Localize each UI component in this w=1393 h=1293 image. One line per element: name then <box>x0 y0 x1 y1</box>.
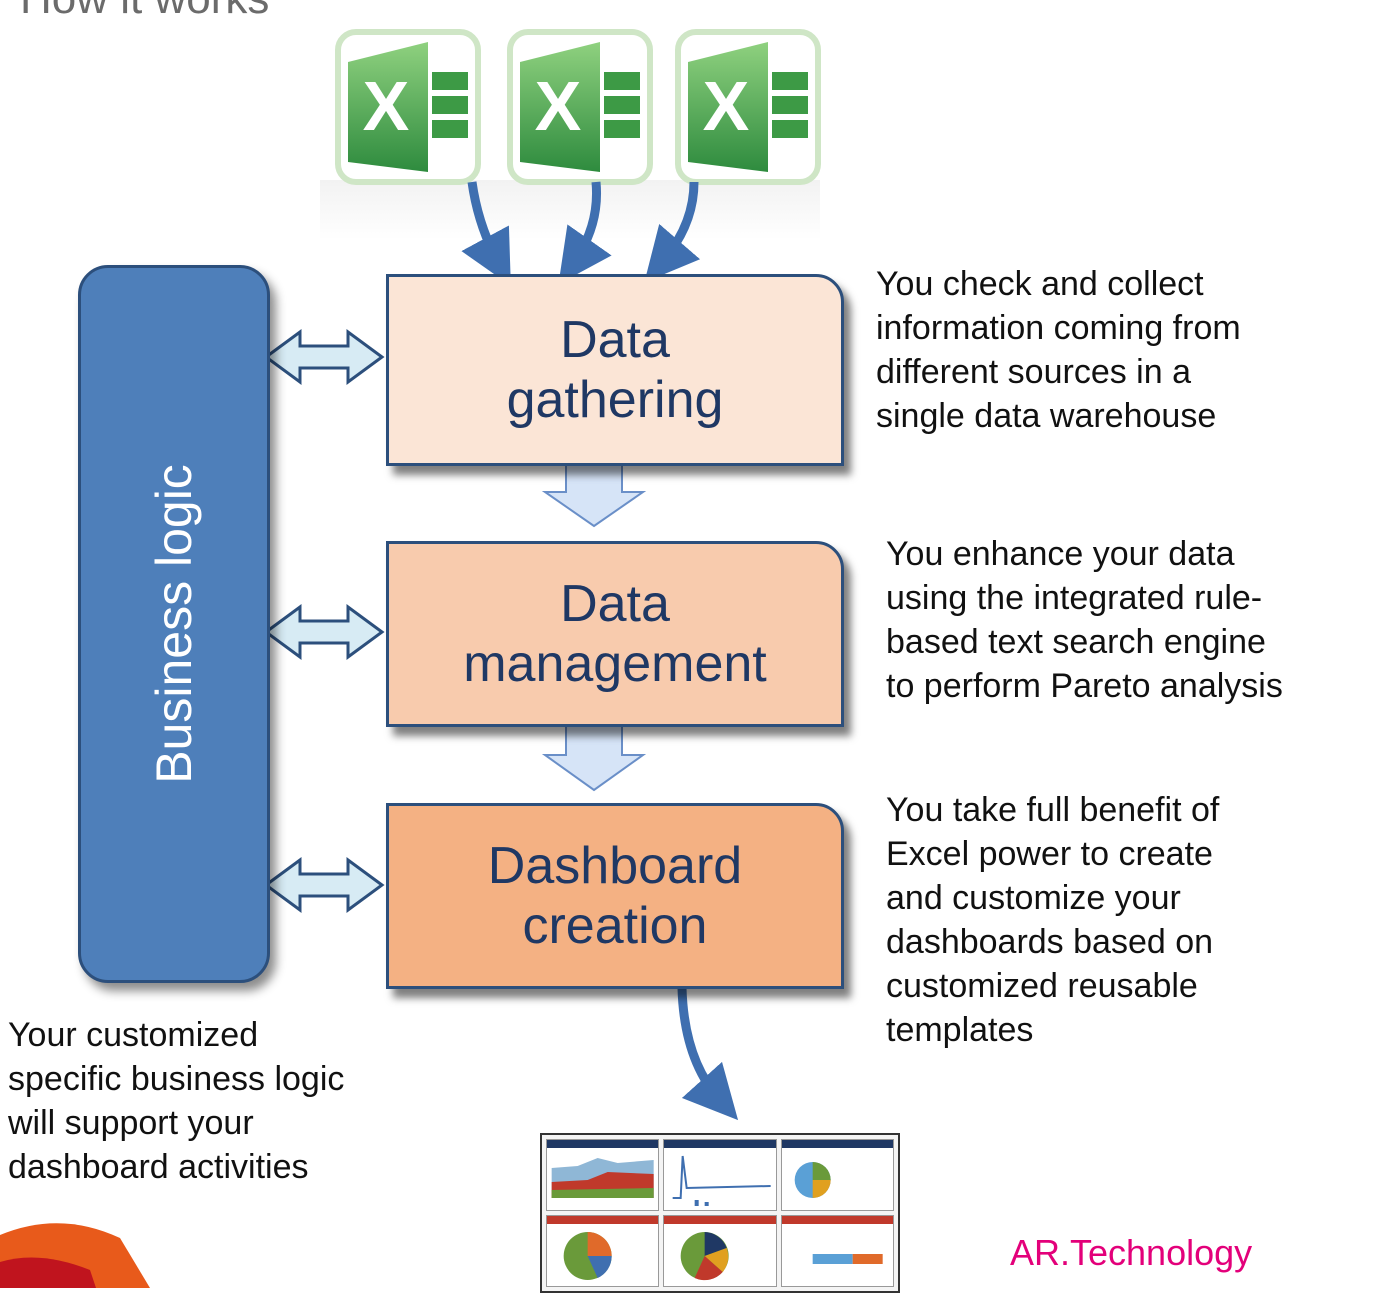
area-chart-thumb <box>551 1158 654 1198</box>
stage-label: gathering <box>506 371 724 429</box>
stage-label: Data <box>560 311 670 369</box>
curved-arrow <box>677 987 739 1121</box>
bidirectional-arrow <box>263 604 385 660</box>
dashboard-panel <box>780 1139 894 1211</box>
business-logic-label: Business logic <box>146 464 202 784</box>
excel-icon: X <box>335 29 481 185</box>
line-chart-thumb <box>672 1155 772 1206</box>
curved-arrow <box>558 181 612 285</box>
pie-chart-thumb <box>794 1162 831 1198</box>
svg-text:X: X <box>535 67 582 145</box>
brand-text: AR.Technology <box>1010 1232 1253 1273</box>
svg-text:X: X <box>703 67 750 145</box>
excel-icon: X <box>507 29 653 185</box>
dashboard-panel <box>546 1139 660 1211</box>
excel-icon: X <box>675 29 821 185</box>
description-gathering: You check and collect information coming… <box>876 265 1241 435</box>
bidirectional-arrow <box>263 857 385 913</box>
description-dashboard: You take full benefit of Excel power to … <box>886 791 1220 1049</box>
stage-label: Data <box>560 575 670 633</box>
dashboard-panel <box>780 1215 894 1287</box>
stage-label: creation <box>522 897 708 955</box>
description-management: You enhance your data using the integrat… <box>886 535 1283 705</box>
dashboard-panel <box>663 1139 777 1211</box>
stage-label: Dashboard <box>487 837 743 895</box>
dashboard-thumbnail <box>540 1133 900 1293</box>
curved-arrow <box>644 181 701 283</box>
bar-chart-thumb <box>812 1254 883 1264</box>
svg-text:X: X <box>363 67 410 145</box>
down-arrow <box>541 462 647 528</box>
dashboard-panel <box>663 1215 777 1287</box>
business-logic-box: Business logic <box>78 265 270 983</box>
dashboard-panel <box>546 1215 660 1287</box>
curved-arrow <box>461 181 511 286</box>
pie-chart-thumb <box>680 1232 729 1281</box>
stage-label: management <box>463 635 767 693</box>
down-arrow <box>541 724 647 792</box>
bidirectional-arrow <box>263 329 385 385</box>
description-business-logic: Your customized specific business logic … <box>8 1016 345 1186</box>
page-title: How it works <box>20 0 269 24</box>
pie-chart-thumb <box>563 1232 612 1280</box>
